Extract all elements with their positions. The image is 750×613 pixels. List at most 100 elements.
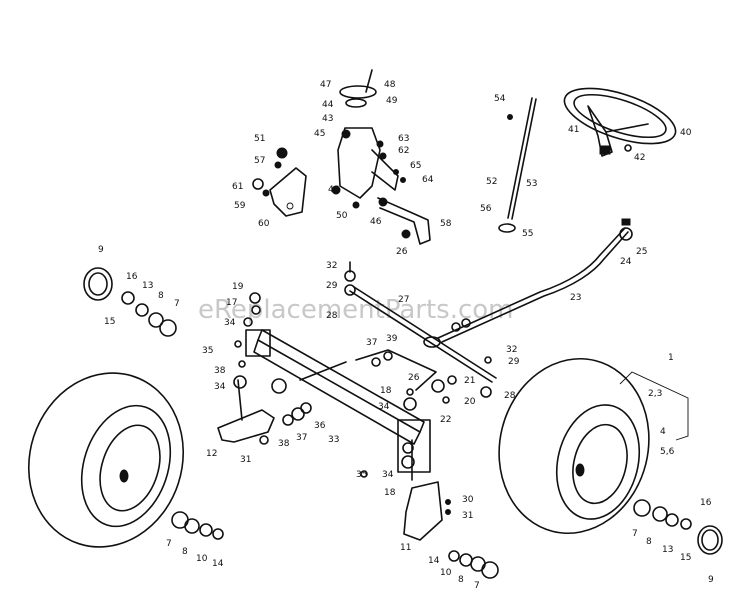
- tie-rod: [344, 261, 497, 383]
- label-61: 61: [232, 182, 243, 192]
- label-34: 34: [224, 318, 236, 328]
- label-43: 43: [322, 114, 333, 124]
- label-1: 1: [668, 353, 674, 363]
- right-wheel: [498, 357, 689, 535]
- label-48: 48: [384, 80, 396, 90]
- label-4: 4: [660, 427, 666, 437]
- label-53: 53: [526, 179, 537, 189]
- label-51: 51: [254, 134, 265, 144]
- label-20: 20: [464, 397, 476, 407]
- label-47: 47: [320, 80, 331, 90]
- label-52: 52: [486, 177, 497, 187]
- label-5-6: 5,6: [660, 447, 675, 457]
- label-14b: 14: [212, 559, 224, 569]
- label-42: 42: [634, 153, 645, 163]
- label-24: 24: [620, 257, 632, 267]
- label-57: 57: [254, 156, 265, 166]
- label-38: 38: [214, 366, 226, 376]
- label-32: 32: [326, 261, 337, 271]
- label-45: 45: [314, 129, 325, 139]
- label-15: 15: [104, 317, 115, 327]
- callout-labels: 47 48 44 49 43 45 63 62 65 64 46 46 50 5…: [98, 80, 714, 591]
- label-56: 56: [480, 204, 492, 214]
- label-16: 16: [126, 272, 138, 282]
- label-13b: 13: [662, 545, 673, 555]
- label-11: 11: [400, 543, 411, 553]
- label-58: 58: [440, 219, 452, 229]
- label-44: 44: [322, 100, 334, 110]
- label-7d: 7: [632, 529, 638, 539]
- right-spindle: [401, 439, 451, 541]
- label-54: 54: [494, 94, 506, 104]
- label-9: 9: [98, 245, 104, 255]
- label-31b: 31: [462, 511, 473, 521]
- label-50: 50: [336, 211, 348, 221]
- label-31: 31: [240, 455, 251, 465]
- label-33: 33: [328, 435, 339, 445]
- label-15b: 15: [680, 553, 691, 563]
- watermark: eReplacementParts.com: [198, 295, 514, 325]
- label-26b: 26: [408, 373, 420, 383]
- hardware: [233, 144, 632, 478]
- label-46b: 46: [370, 217, 382, 227]
- label-32b: 32: [506, 345, 517, 355]
- label-46: 46: [328, 185, 340, 195]
- label-7c: 7: [166, 539, 172, 549]
- label-63: 63: [398, 134, 409, 144]
- label-28b: 28: [504, 391, 516, 401]
- bracket-assembly: [252, 147, 307, 217]
- label-30: 30: [462, 495, 474, 505]
- label-35: 35: [202, 346, 213, 356]
- label-27: 27: [398, 295, 409, 305]
- label-16b: 16: [700, 498, 712, 508]
- label-8d: 8: [646, 537, 652, 547]
- label-29: 29: [326, 281, 338, 291]
- label-8: 8: [158, 291, 164, 301]
- front-axle: [245, 329, 437, 473]
- steering-gear-assembly: [331, 69, 431, 245]
- label-10: 10: [440, 568, 452, 578]
- label-41: 41: [568, 125, 579, 135]
- label-59: 59: [234, 201, 246, 211]
- label-8b: 8: [458, 575, 464, 585]
- left-wheel: [27, 372, 185, 548]
- label-9b: 9: [708, 575, 714, 585]
- label-19: 19: [232, 282, 244, 292]
- steering-shaft: [498, 97, 537, 233]
- label-35b: 35: [356, 470, 367, 480]
- label-22: 22: [440, 415, 451, 425]
- label-38b: 38: [278, 439, 290, 449]
- label-10b: 10: [196, 554, 208, 564]
- label-13: 13: [142, 281, 153, 291]
- left-spindle: [217, 379, 312, 443]
- label-26: 26: [396, 247, 408, 257]
- label-55: 55: [522, 229, 533, 239]
- label-18: 18: [380, 386, 392, 396]
- label-8c: 8: [182, 547, 188, 557]
- label-18b: 18: [384, 488, 396, 498]
- label-29b: 29: [508, 357, 520, 367]
- label-34d: 34: [382, 470, 394, 480]
- label-36: 36: [314, 421, 326, 431]
- right-hub-parts: [448, 499, 723, 579]
- label-25: 25: [636, 247, 647, 257]
- drag-link: [423, 218, 633, 348]
- label-2-3: 2,3: [648, 389, 662, 399]
- label-39: 39: [386, 334, 398, 344]
- label-49: 49: [386, 96, 398, 106]
- label-21: 21: [464, 376, 475, 386]
- label-7: 7: [174, 299, 180, 309]
- label-12: 12: [206, 449, 217, 459]
- label-23: 23: [570, 293, 581, 303]
- label-62: 62: [398, 146, 409, 156]
- label-64: 64: [422, 175, 434, 185]
- label-40: 40: [680, 128, 692, 138]
- left-hub-parts: [83, 267, 224, 540]
- label-65: 65: [410, 161, 421, 171]
- label-7b: 7: [474, 581, 480, 591]
- label-37: 37: [366, 338, 377, 348]
- label-37b: 37: [296, 433, 307, 443]
- label-34b: 34: [214, 382, 226, 392]
